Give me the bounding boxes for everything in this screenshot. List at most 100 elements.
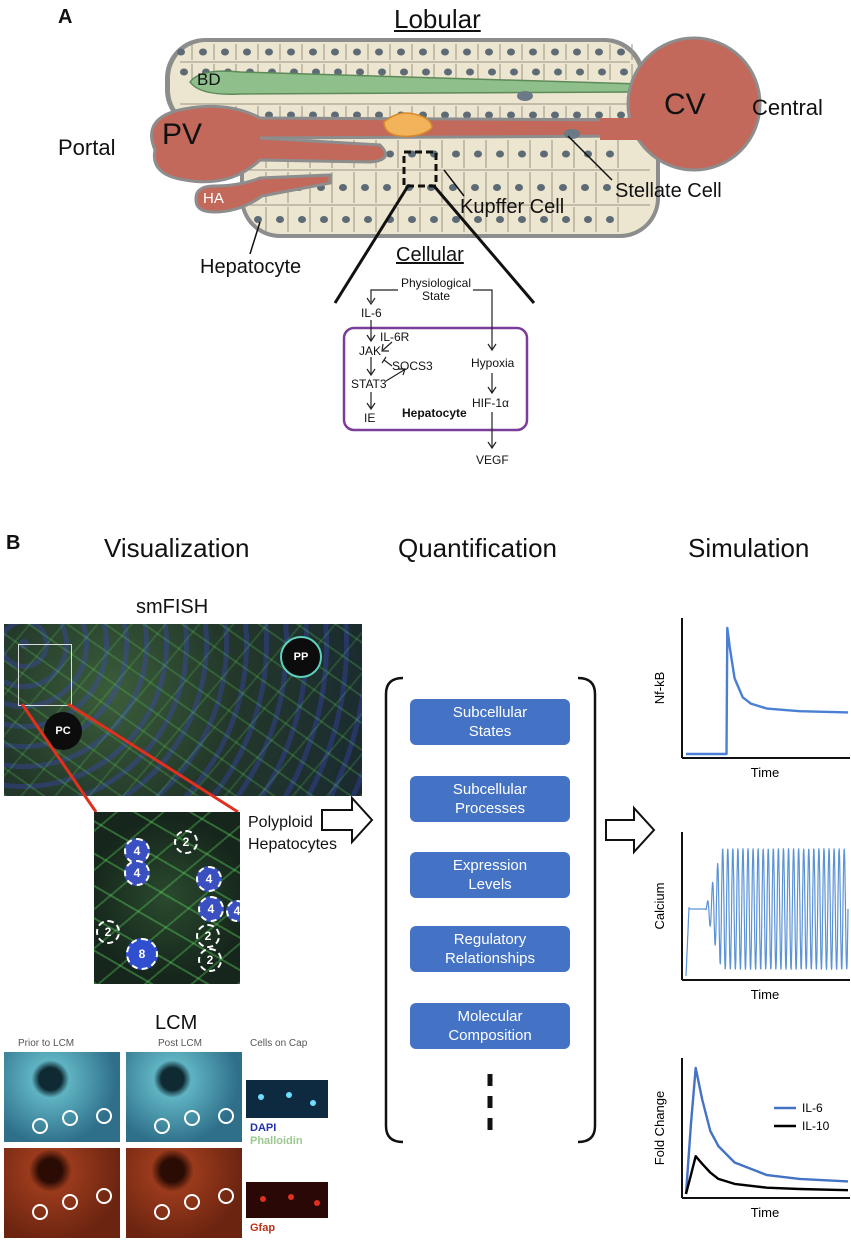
nucleus: [617, 48, 625, 56]
nucleus: [595, 111, 603, 119]
nucleus: [422, 68, 430, 76]
stellate-pointer: [567, 135, 613, 181]
il6-label: IL-6: [361, 306, 382, 320]
nucleus: [485, 48, 493, 56]
nucleus: [444, 68, 452, 76]
y-axis-label: Nf-kB: [652, 672, 667, 705]
nucleus: [364, 216, 372, 223]
nucleus: [529, 111, 537, 119]
nucleus: [400, 68, 408, 76]
series-line: [685, 848, 849, 977]
smfish-title: smFISH: [136, 596, 209, 618]
portal-vein: [150, 104, 642, 184]
lcm-title: LCM: [155, 1012, 198, 1034]
smfish-image: PC PP: [4, 624, 362, 796]
left-bracket: [384, 676, 404, 1144]
nucleus: [375, 48, 383, 56]
lcm-cap-gfap: [246, 1182, 328, 1218]
quantification-frame: [321, 676, 597, 1144]
hepatocyte-box-label: Hepatocyte: [402, 406, 467, 420]
nucleus: [449, 184, 457, 191]
series-line: [686, 626, 849, 756]
nucleus: [518, 150, 526, 158]
nucleus: [551, 111, 559, 119]
il6r-label: IL-6R: [380, 330, 410, 344]
nucleus: [540, 216, 548, 223]
nucleus: [221, 48, 229, 56]
nucleus: [309, 48, 317, 56]
nucleus: [408, 216, 416, 223]
stellate-cell: [517, 91, 533, 101]
pv-label: PV: [162, 118, 203, 151]
arrow-to-simulation-wrap: [605, 805, 656, 855]
hepatocyte-nuclei: [177, 48, 628, 223]
y-axis-label: Calcium: [652, 883, 667, 930]
nucleus: [606, 150, 614, 158]
ploidy-cell: 4: [226, 900, 240, 922]
nucleus: [507, 111, 515, 119]
nucleus: [276, 216, 284, 223]
jak-label: JAK: [359, 344, 382, 358]
central-vein: [626, 36, 762, 172]
zoom-line-left: [333, 185, 410, 304]
ie-label: IE: [364, 411, 376, 425]
arrow-to-quantification: [321, 795, 374, 845]
ha-label: HA: [203, 190, 224, 207]
x-axis-label: Time: [751, 1205, 779, 1220]
nucleus: [331, 111, 339, 119]
stat3-label: STAT3: [351, 377, 387, 391]
kupffer-label: Kupffer Cell: [460, 196, 565, 218]
ploidy-cell: 4: [198, 896, 224, 922]
nucleus: [342, 216, 350, 223]
nucleus: [474, 216, 482, 223]
nucleus: [496, 150, 504, 158]
nucleus: [540, 150, 548, 158]
nucleus: [562, 150, 570, 158]
nucleus: [573, 111, 581, 119]
series-line-il-10: [684, 1155, 849, 1195]
nucleus: [386, 150, 394, 158]
nucleus: [452, 216, 460, 223]
nucleus: [331, 48, 339, 56]
x-axis-label: Time: [751, 765, 779, 780]
lcm-prior-gfap: [4, 1148, 120, 1238]
portal-label: Portal: [58, 135, 116, 160]
nucleus: [466, 68, 474, 76]
ploidy-cell: 2: [96, 920, 120, 944]
nucleus: [559, 184, 567, 191]
ploidy-cell: 2: [174, 830, 198, 854]
nucleus: [320, 216, 328, 223]
nucleus: [463, 48, 471, 56]
nucleus: [254, 216, 262, 223]
hepatocyte-label: Hepatocyte: [200, 256, 302, 278]
polyploid-label: Polyploid Hepatocytes: [248, 814, 337, 853]
nucleus: [606, 216, 614, 223]
nucleus: [441, 111, 449, 119]
lcm-post-gfap: [126, 1148, 242, 1238]
nucleus: [361, 184, 369, 191]
liver-lobule-diagram: [150, 36, 762, 450]
lcm-post-label: Post LCM: [158, 1038, 202, 1049]
nucleus: [584, 216, 592, 223]
nucleus: [537, 184, 545, 191]
pp-label: PP: [293, 651, 309, 663]
hif1a-label: HIF-1α: [472, 396, 509, 410]
nucleus: [554, 68, 562, 76]
socs3-label: SOCS3: [392, 359, 433, 373]
ploidy-cell: 2: [196, 924, 220, 948]
kupffer-pointer: [443, 169, 465, 197]
nucleus: [529, 48, 537, 56]
nucleus: [488, 68, 496, 76]
zoom-connectors: [20, 702, 239, 814]
nucleus: [378, 68, 386, 76]
nucleus: [617, 111, 625, 119]
lcm-prior-label: Prior to LCM: [18, 1038, 75, 1049]
panel-b-letter: B: [6, 532, 21, 554]
gfap-label: Gfap: [250, 1222, 276, 1234]
bd-label: BD: [197, 70, 221, 89]
